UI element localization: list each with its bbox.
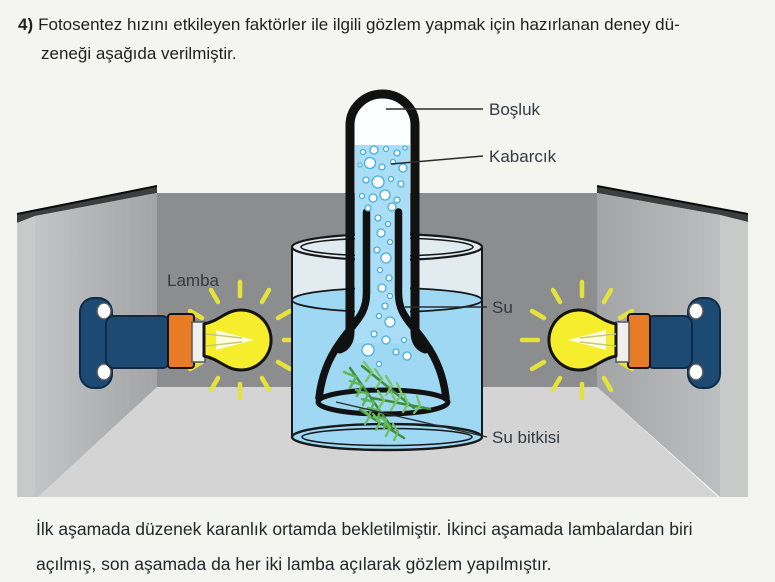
label-su-bitkisi: Su bitkisi (492, 428, 560, 447)
left-lamp (79, 279, 303, 401)
right-lamp-collar (615, 321, 630, 363)
plant-needles-1 (342, 370, 388, 431)
water-plant (342, 360, 432, 442)
left-lamp-screw-top (96, 302, 112, 320)
right-bulb-filament-glow (568, 330, 606, 350)
funnel-stem-and-cone (315, 208, 450, 402)
question-number: 4) (18, 15, 34, 34)
right-bulb-filament (579, 333, 617, 347)
right-lamp-socket-body (645, 315, 693, 369)
right-lamp-rays (519, 279, 635, 401)
question-line2: zeneği aşağıda verilmiştir. (41, 44, 237, 63)
question-text: 4)Fotosentez hızını etkileyen faktörler … (18, 10, 766, 68)
beaker-walls (291, 247, 483, 437)
right-lamp-socket-ring (627, 313, 651, 369)
left-lamp-socket-ring (167, 313, 195, 369)
label-kabarcik: Kabarcık (489, 147, 557, 166)
label-su: Su (492, 298, 513, 317)
label-bosluk: Boşluk (489, 100, 541, 119)
question-line1: Fotosentez hızını etkileyen faktörler il… (38, 15, 680, 34)
kabarcik-leader-line (390, 155, 484, 165)
footer-line1: İlk aşamada düzenek karanlık ortamda bek… (36, 519, 693, 539)
right-lamp-screw-top (688, 302, 704, 320)
left-bulb-filament (205, 333, 243, 347)
tube-gas-space (355, 95, 410, 148)
right-lamp (519, 279, 721, 401)
left-lamp-socket-body (105, 315, 171, 369)
left-bulb-filament-glow (216, 330, 254, 350)
oxygen-bubbles (357, 145, 412, 368)
left-lamp-rays (187, 279, 303, 401)
plant-needles-3 (360, 407, 400, 442)
plant-needles-2 (362, 360, 422, 415)
label-lamba: Lamba (167, 271, 220, 290)
left-lamp-screw-bottom (96, 363, 112, 381)
su-bitkisi-leader-line (335, 401, 488, 438)
right-lamp-screw-bottom (688, 363, 704, 381)
test-tube (335, 89, 430, 354)
footer-line2: açılmış, son aşamada da her iki lamba aç… (36, 554, 552, 574)
plant-stems (348, 364, 432, 440)
footer-text: İlk aşamada düzenek karanlık ortamda bek… (36, 512, 760, 582)
